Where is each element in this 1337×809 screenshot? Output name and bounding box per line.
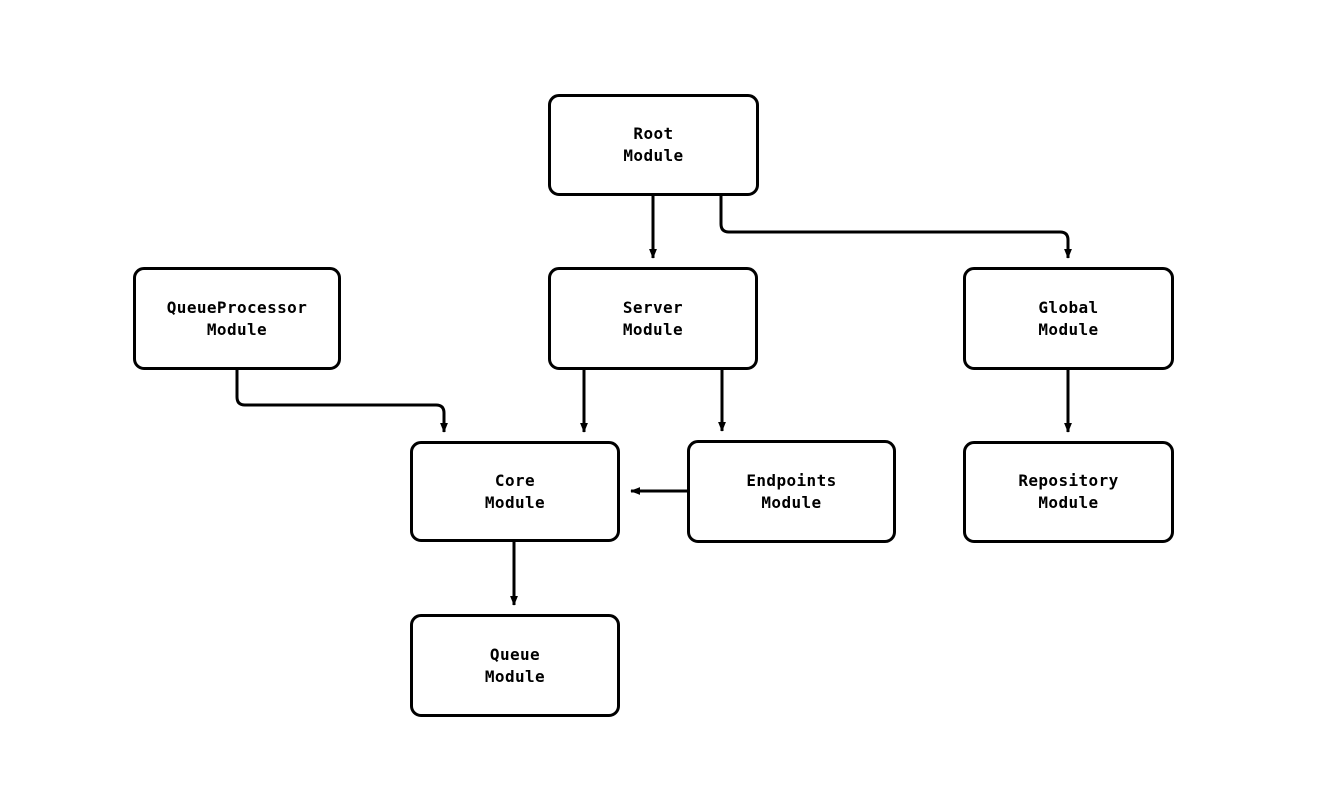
node-server-suffix: Module [622,319,684,339]
node-endpoints-suffix: Module [761,492,822,512]
node-core-suffix: Module [484,492,546,512]
edge-root-to-global [719,196,1072,259]
node-global-suffix: Module [1038,319,1099,339]
node-queue-name: Queue [489,644,541,664]
node-queueprocessor-name: QueueProcessor [166,297,308,317]
node-core-name: Core [494,470,536,490]
edge-queueprocessor-to-core [235,370,448,433]
node-queueprocessor-suffix: Module [206,319,268,339]
node-endpoints-name: Endpoints [746,470,837,490]
node-repository-suffix: Module [1038,493,1099,512]
node-server-name: Server [622,297,684,317]
node-root-name: Root [633,124,674,143]
node-queue-suffix: Module [484,666,546,686]
node-global-name: Global [1038,297,1099,317]
node-repository-name: Repository [1018,471,1119,490]
node-root-suffix: Module [623,146,684,165]
